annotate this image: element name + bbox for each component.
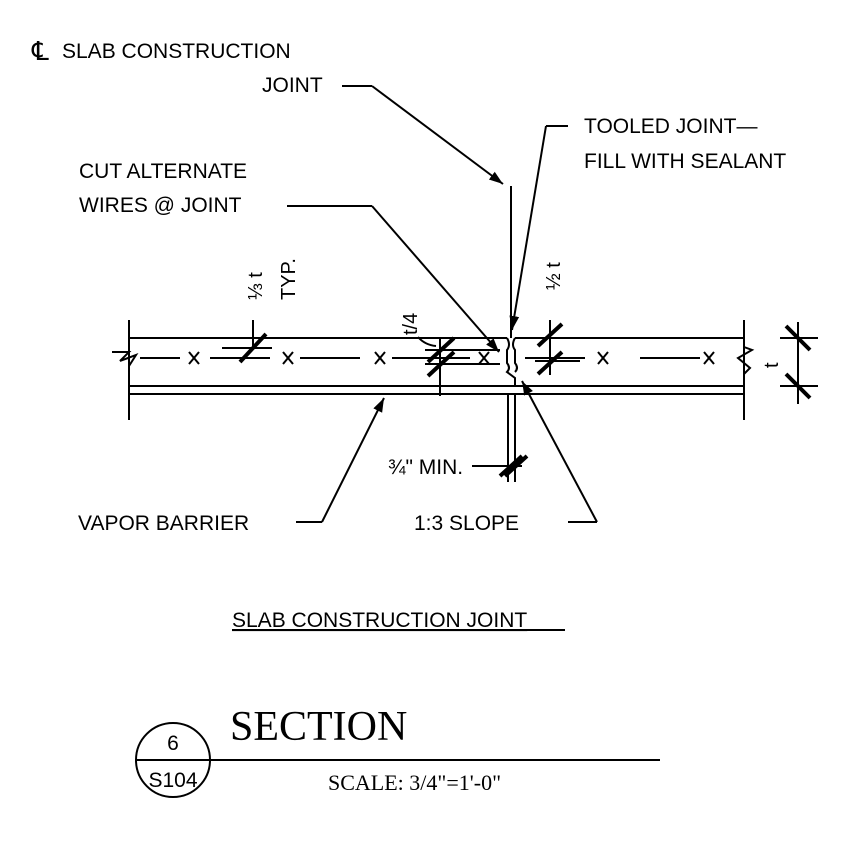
vapor-barrier-label: VAPOR BARRIER: [78, 512, 249, 535]
scale-label: SCALE: 3/4"=1'-0": [328, 770, 501, 795]
section-title: SECTION: [230, 704, 407, 750]
quarter-t-label: t/4: [400, 313, 422, 335]
typ-label: TYP.: [278, 258, 300, 300]
cut-wires-label-line1: CUT ALTERNATE: [79, 160, 247, 183]
leader-vapor-barrier: [296, 397, 385, 523]
cl-joint-label-line2: JOINT: [262, 74, 323, 97]
dimension-half-t: [535, 320, 580, 376]
wire-x-mark: [374, 351, 386, 365]
dimension-third-t: [222, 320, 272, 364]
detail-number: 6: [167, 732, 179, 755]
slope-label: 1:3 SLOPE: [414, 512, 519, 535]
min-depth-label: ¾" MIN.: [388, 456, 463, 479]
dimension-min-depth: [472, 454, 529, 478]
leader-slope: [521, 380, 598, 523]
third-t-label: ⅓ t: [245, 272, 267, 300]
slab-section: [112, 186, 755, 482]
leader-cut-wires: [287, 205, 500, 353]
wire-x-mark: [703, 351, 715, 365]
detail-title: SLAB CONSTRUCTION JOINT: [232, 609, 527, 632]
title-block: 6 S104 SECTION SCALE: 3/4"=1'-0": [135, 704, 660, 798]
wire-x-mark: [478, 351, 490, 365]
wire-x-mark: [597, 351, 609, 365]
tooled-joint-label-line2: FILL WITH SEALANT: [584, 150, 786, 173]
t-label: t: [761, 362, 783, 368]
cl-joint-label-line1: SLAB CONSTRUCTION: [62, 40, 291, 63]
leader-cl-joint: [342, 85, 504, 185]
cl-symbol: ℄: [31, 36, 49, 66]
half-t-label: ½ t: [543, 262, 565, 290]
wire-x-mark: [282, 351, 294, 365]
tooled-joint-label-line1: TOOLED JOINT—: [584, 115, 757, 138]
wire-mesh: [140, 351, 715, 365]
sheet-number: S104: [148, 769, 197, 792]
leader-tooled-joint: [509, 125, 568, 331]
wire-x-mark: [188, 351, 200, 365]
dimension-quarter-t: [417, 336, 500, 396]
cut-wires-label-line2: WIRES @ JOINT: [79, 194, 242, 217]
dimension-t: [780, 322, 818, 404]
